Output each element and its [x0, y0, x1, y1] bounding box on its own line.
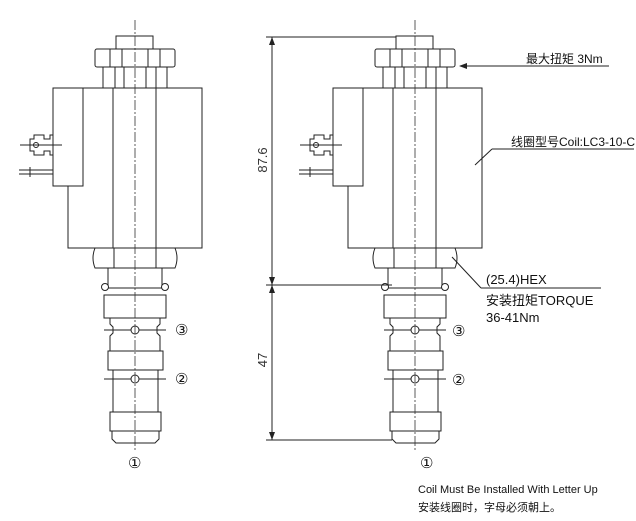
dimension-87-6: 87.6: [255, 147, 270, 172]
coil-model-label: 线圈型号Coil:LC3-10-C: [511, 135, 635, 149]
install-torque-label: 安装扭矩TORQUE: [486, 293, 594, 308]
hex-label: (25.4)HEX: [486, 272, 547, 287]
port-1-label-left: ①: [128, 455, 141, 472]
port-3-label-left: ③: [175, 322, 188, 339]
port-2-label-right: ②: [452, 372, 465, 389]
port-2-label-left: ②: [175, 371, 188, 388]
max-torque-label: 最大扭矩 3Nm: [526, 52, 603, 66]
dimension-47: 47: [255, 353, 270, 367]
install-note-chinese: 安装线圈时，字母必须朝上。: [418, 500, 561, 514]
install-note-english: Coil Must Be Installed With Letter Up: [418, 484, 598, 496]
dimension-lines: [266, 36, 396, 441]
leader-lines: [451, 63, 634, 289]
port-3-label-right: ③: [452, 323, 465, 340]
port-1-label-right: ①: [420, 455, 433, 472]
torque-range-label: 36-41Nm: [486, 310, 539, 325]
